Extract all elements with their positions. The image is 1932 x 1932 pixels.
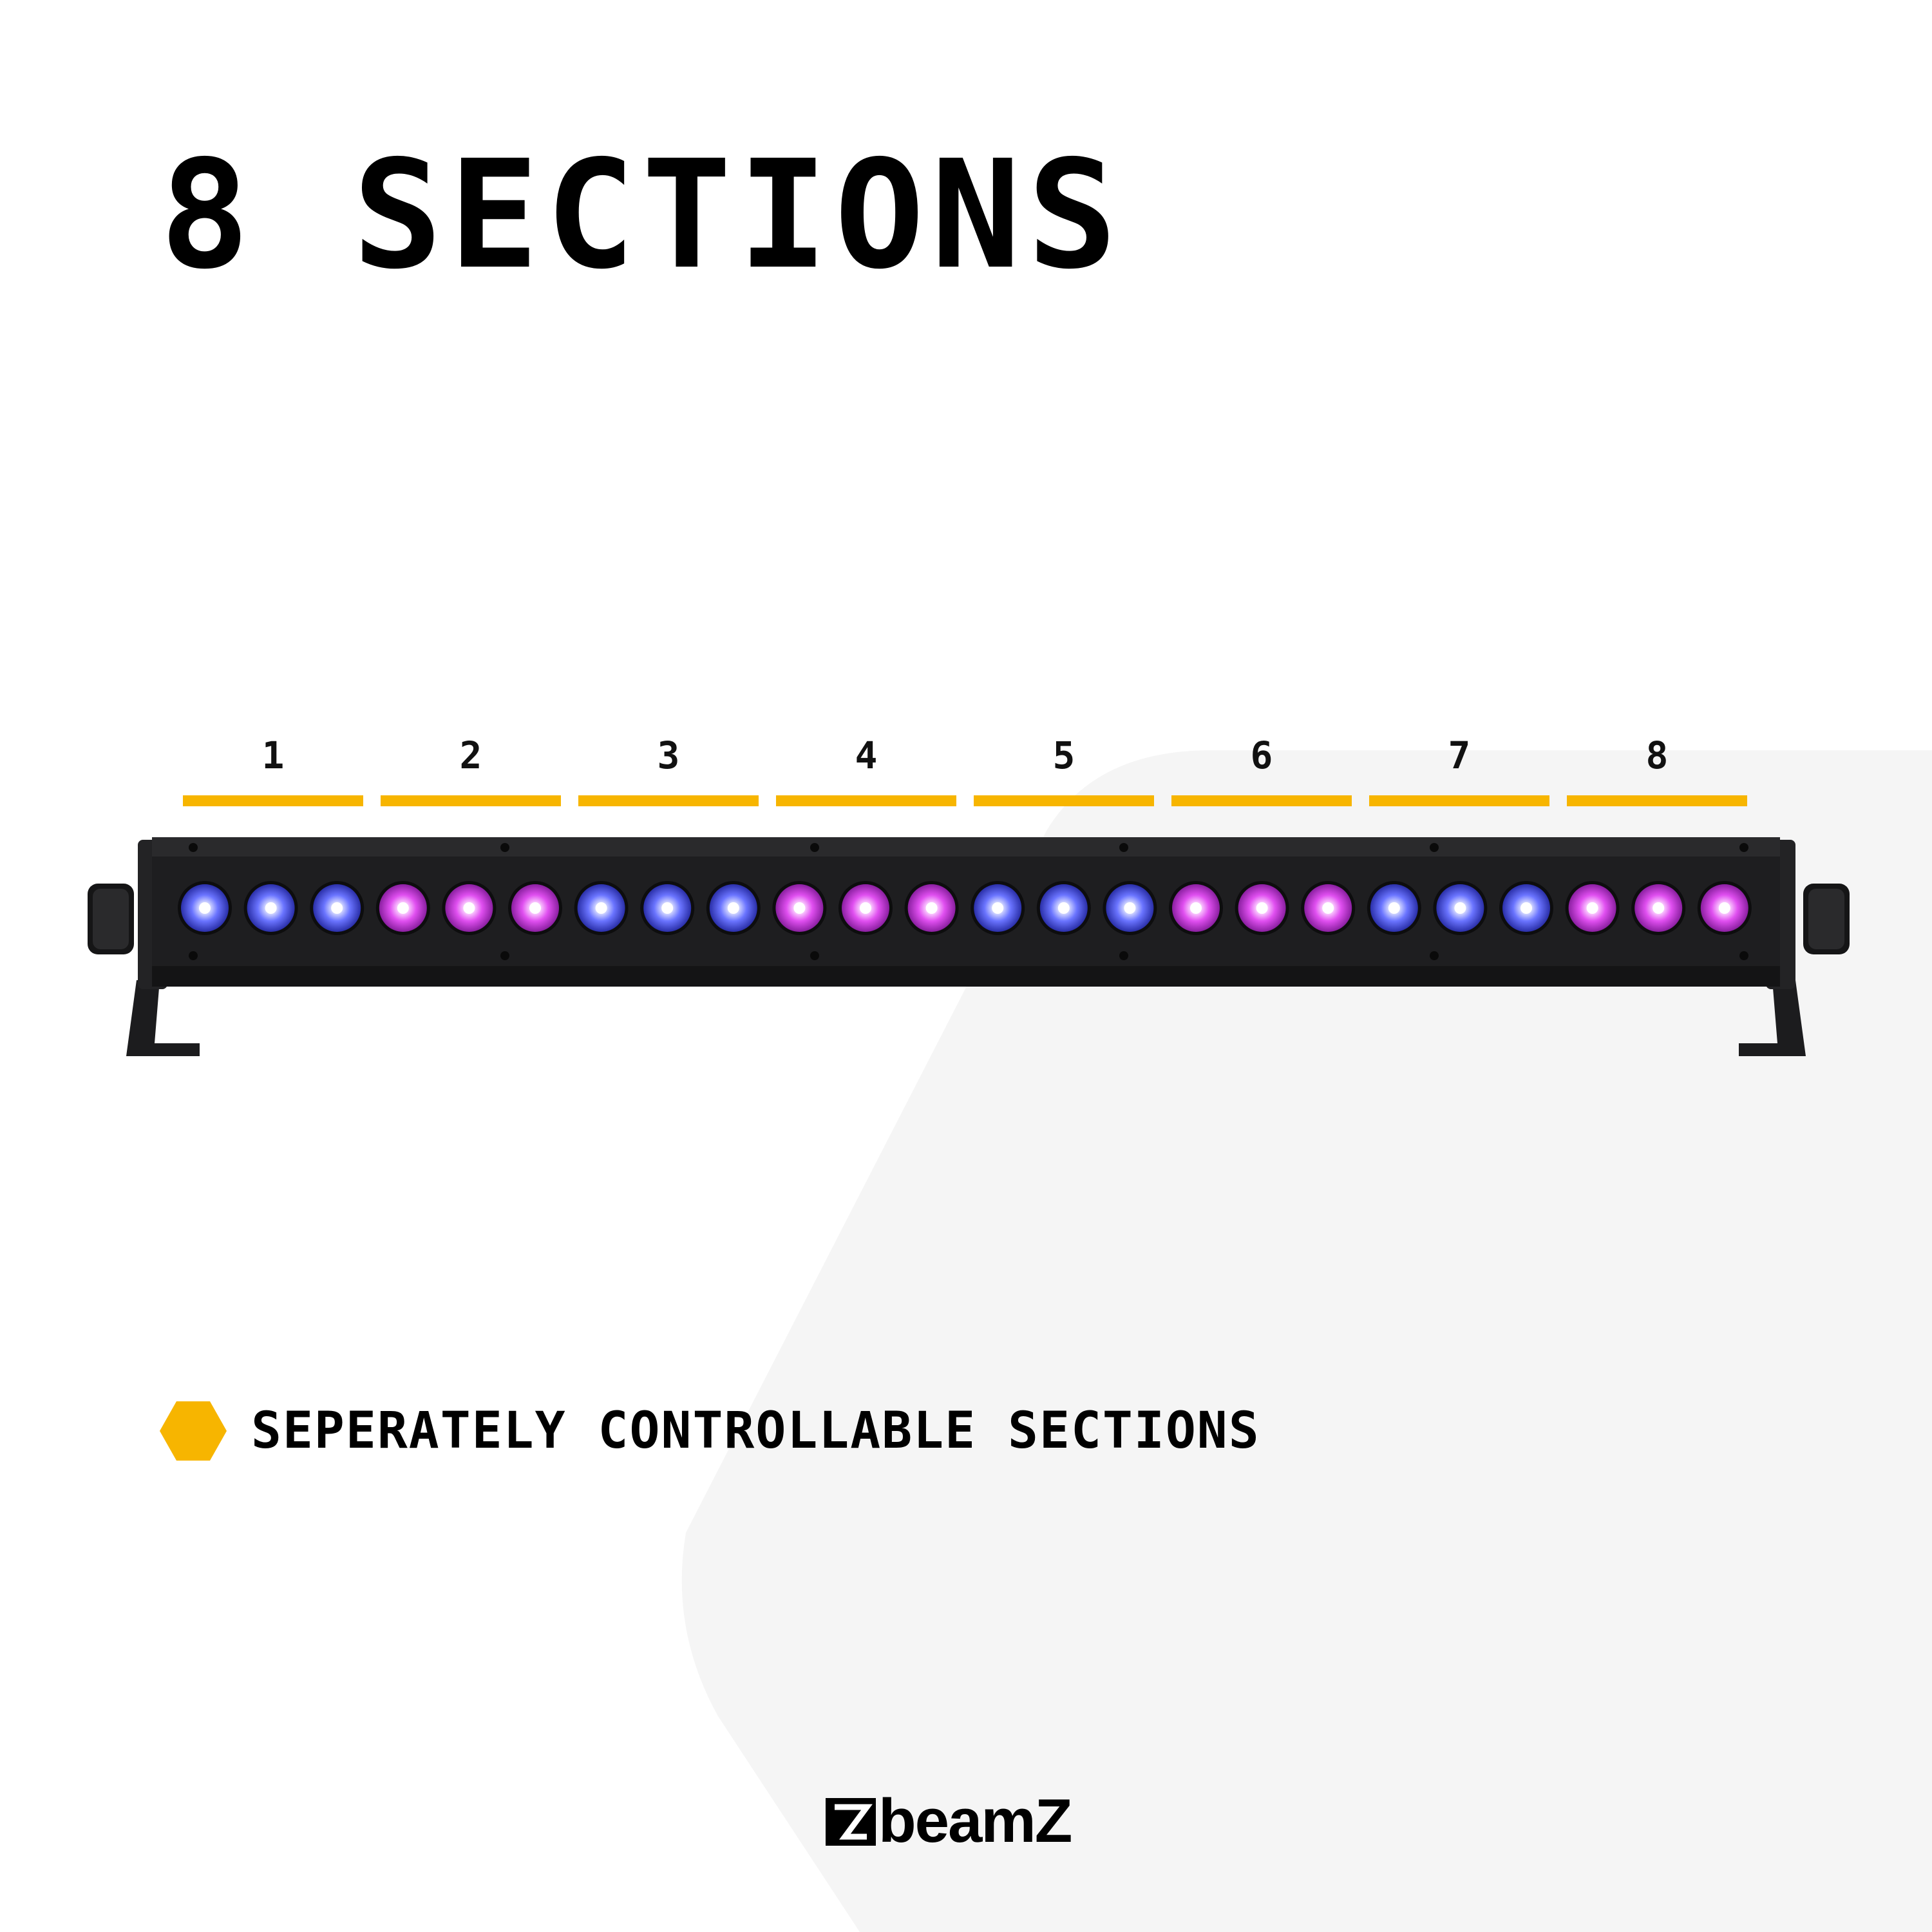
screw-icon [810,951,819,960]
section-2: 2 [381,733,561,810]
led-lens [1565,881,1620,935]
screw-icon [1430,951,1439,960]
led-lens [1433,881,1488,935]
section-number: 3 [657,734,680,777]
section-bar [183,795,363,806]
led-lens [838,881,893,935]
section-bar [776,795,956,806]
section-bar [381,795,561,806]
led-lens [1697,881,1752,935]
hexagon-bullet-icon [160,1401,227,1461]
led-lens [904,881,959,935]
beamz-logo-icon [826,1798,876,1846]
led-lens [706,881,761,935]
led-lens [442,881,497,935]
brand-name: beamZ [878,1786,1072,1855]
screw-icon [500,951,509,960]
led-lens [1103,881,1157,935]
section-number: 2 [459,734,482,777]
section-4: 4 [776,733,956,810]
section-bar [1567,795,1747,806]
section-number: 8 [1645,734,1669,777]
led-lens [1169,881,1223,935]
section-8: 8 [1567,733,1747,810]
led-lens [1499,881,1553,935]
led-lens [178,881,232,935]
led-lens [1367,881,1421,935]
section-6: 6 [1171,733,1352,810]
led-lens [640,881,695,935]
section-number: 5 [1052,734,1075,777]
section-3: 3 [578,733,759,810]
screw-icon [1739,951,1748,960]
section-number: 4 [855,734,878,777]
screw-icon [1119,951,1128,960]
led-lens [1631,881,1686,935]
section-bar [974,795,1154,806]
section-bar [578,795,759,806]
screw-icon [500,843,509,852]
screw-icon [189,951,198,960]
section-number: 1 [261,734,285,777]
screw-icon [189,843,198,852]
section-bar [1369,795,1549,806]
led-lens [1036,881,1091,935]
screw-icon [1430,843,1439,852]
page-title: 8 SECTIONS [160,128,1124,302]
brand-logo: beamZ [826,1789,1122,1853]
led-lens [310,881,365,935]
section-labels: 1 2 3 4 5 6 7 8 [183,733,1749,810]
section-bar [1171,795,1352,806]
section-number: 6 [1250,734,1273,777]
screw-icon [1119,843,1128,852]
led-lens [1235,881,1289,935]
section-number: 7 [1448,734,1471,777]
section-7: 7 [1369,733,1549,810]
led-lens [971,881,1025,935]
led-lens [1301,881,1356,935]
feature-text: SEPERATELY CONTROLLABLE SECTIONS [251,1402,1260,1460]
section-5: 5 [974,733,1154,810]
led-lens [574,881,629,935]
led-lens [508,881,562,935]
led-lens [772,881,827,935]
led-lens [243,881,298,935]
section-1: 1 [183,733,363,810]
screw-icon [810,843,819,852]
led-lens [375,881,430,935]
screw-icon [1739,843,1748,852]
